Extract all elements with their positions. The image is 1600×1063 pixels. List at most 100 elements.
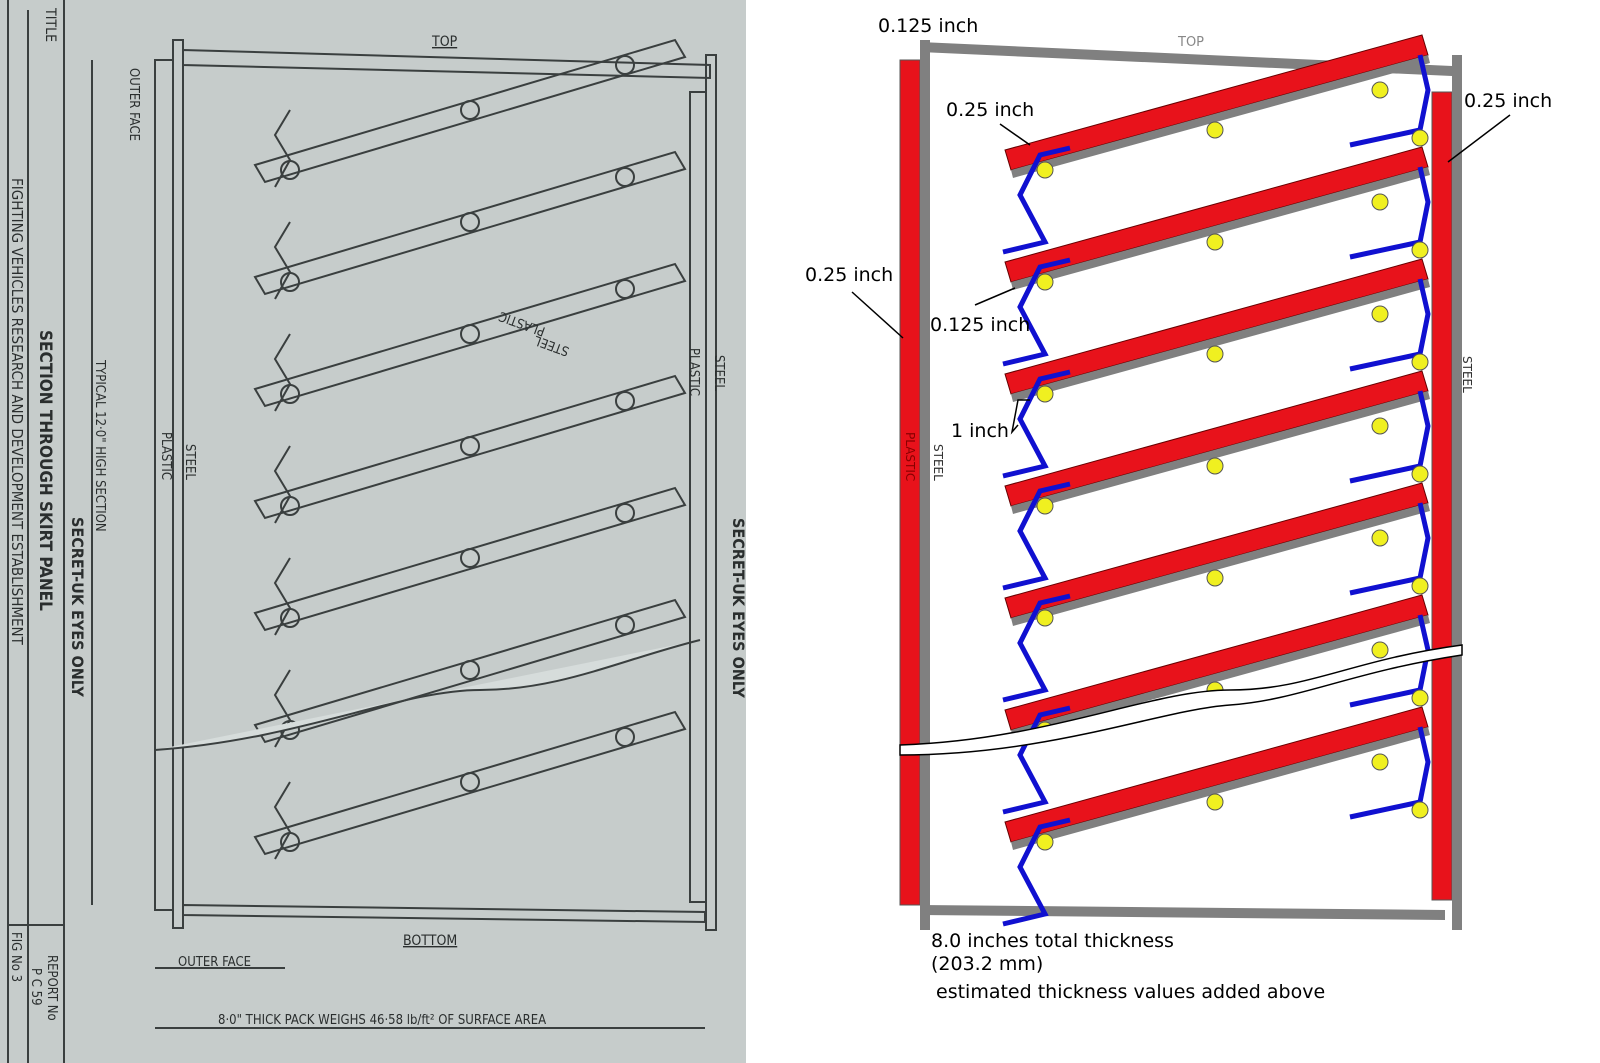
bolt xyxy=(615,727,635,747)
diagonal-plate xyxy=(253,486,687,632)
report-label: REPORT No xyxy=(44,955,59,1021)
diagonal-plate xyxy=(253,262,687,408)
bolt xyxy=(615,167,635,187)
bolt xyxy=(280,272,300,292)
top-label: TOP xyxy=(431,34,458,50)
zigzag-channel xyxy=(1002,369,1071,479)
panel-structure xyxy=(91,38,717,1029)
bottom-steel-plate xyxy=(920,905,1445,920)
bolt xyxy=(460,772,480,792)
inner-steel-plate xyxy=(705,54,717,931)
bolt xyxy=(1371,193,1389,211)
bolt xyxy=(1206,457,1224,475)
bolt xyxy=(1036,385,1054,403)
bolt xyxy=(460,548,480,568)
outer-plastic-plate xyxy=(899,59,921,906)
return-channel xyxy=(1349,278,1431,372)
diagonal-plate xyxy=(253,710,687,856)
bolt xyxy=(1371,753,1389,771)
bolt xyxy=(1411,577,1429,595)
figure-number: FIG No 3 xyxy=(8,932,23,982)
bolt xyxy=(1206,121,1224,139)
diagonal-steel-plate xyxy=(1011,279,1430,402)
disclaimer-note: estimated thickness values added above xyxy=(936,981,1325,1003)
bolt xyxy=(280,832,300,852)
callout-right-plastic: 0.25 inch xyxy=(1464,90,1552,112)
establishment-name: FIGHTING VEHICLES RESEARCH AND DEVELOPME… xyxy=(8,178,26,646)
inner-plastic-plate xyxy=(1431,91,1453,901)
bolt xyxy=(1206,233,1224,251)
zigzag-channel xyxy=(1002,481,1071,591)
title-label: TITLE xyxy=(42,7,58,42)
metric-thickness-note: (203.2 mm) xyxy=(931,953,1043,975)
bolt xyxy=(460,324,480,344)
callout-channel-steel: 0.125 inch xyxy=(930,314,1030,336)
callout-plate-plastic: 0.25 inch xyxy=(946,99,1034,121)
zigzag-channel xyxy=(1002,705,1071,815)
inner-steel-plate xyxy=(1452,55,1462,930)
bolt xyxy=(615,391,635,411)
outer-face-label-bottom: OUTER FACE xyxy=(178,955,251,970)
bolt xyxy=(460,212,480,232)
bolt xyxy=(460,100,480,120)
return-channel xyxy=(1349,726,1431,820)
total-thickness-note: 8.0 inches total thickness xyxy=(931,930,1174,952)
steel-label-right: STEEL xyxy=(711,355,726,391)
callout-top-steel: 0.125 inch xyxy=(878,15,978,37)
bolt xyxy=(615,55,635,75)
bolt xyxy=(1411,129,1429,147)
top-label-annotated: TOP xyxy=(1177,35,1204,50)
title-block-frame xyxy=(7,0,65,1063)
diagonal-plate xyxy=(253,598,687,744)
height-note: TYPICAL 12·0" HIGH SECTION xyxy=(92,359,107,532)
outer-steel-plate xyxy=(172,39,184,929)
diagonal-plate xyxy=(253,150,687,296)
zigzag-channel xyxy=(1002,817,1071,927)
diagonal-plate xyxy=(253,374,687,520)
paper-background xyxy=(0,0,746,1063)
zigzag-channel xyxy=(1002,257,1071,367)
plastic-label-left: PLASTIC xyxy=(158,432,173,480)
bolt xyxy=(1371,417,1389,435)
report-number: P C 59 xyxy=(28,968,43,1006)
bolt xyxy=(1371,529,1389,547)
bolt xyxy=(460,436,480,456)
bolt xyxy=(1036,609,1054,627)
bolt xyxy=(1411,689,1429,707)
bolt xyxy=(1206,345,1224,363)
zigzag-channel xyxy=(1002,593,1071,703)
callout-arrows xyxy=(851,114,1511,435)
bolt xyxy=(1206,569,1224,587)
weight-note: 8·0" THICK PACK WEIGHS 46·58 lb/ft² OF S… xyxy=(218,1013,546,1028)
diagonal-steel-plate xyxy=(1011,167,1430,290)
bolt xyxy=(1036,497,1054,515)
zigzag-channel xyxy=(1002,145,1071,255)
outer-face-label-side: OUTER FACE xyxy=(126,68,141,141)
bolt xyxy=(615,279,635,299)
callout-gap: 1 inch xyxy=(951,420,1009,442)
bolt xyxy=(1371,305,1389,323)
bolt xyxy=(280,160,300,180)
bolt xyxy=(1036,273,1054,291)
bolt xyxy=(615,615,635,635)
bolt xyxy=(1036,161,1054,179)
steel-label-annotated-left: STEEL xyxy=(931,444,945,481)
diagonal-steel-plate xyxy=(1011,391,1430,514)
bolt xyxy=(615,503,635,523)
classification-left: SECRET-UK EYES ONLY xyxy=(68,517,87,697)
bolt xyxy=(1411,801,1429,819)
bolt xyxy=(280,608,300,628)
diagonal-steel-plate xyxy=(1011,615,1430,738)
return-channel xyxy=(1349,614,1431,708)
return-channel xyxy=(1349,54,1431,148)
bolt xyxy=(1036,833,1054,851)
bolt xyxy=(1371,641,1389,659)
bottom-label: BOTTOM xyxy=(403,933,457,949)
diagonal-steel-plate xyxy=(1011,55,1430,178)
plastic-label-annotated-left: PLASTIC xyxy=(903,432,917,481)
steel-label-left: STEEL xyxy=(182,444,197,480)
bolt xyxy=(1371,81,1389,99)
annotated-drawing: TOP STEEL PLASTIC STEEL 0.125 inch 0.25 … xyxy=(805,15,1552,1003)
bolt xyxy=(280,384,300,404)
callout-left-plastic: 0.25 inch xyxy=(805,264,893,286)
